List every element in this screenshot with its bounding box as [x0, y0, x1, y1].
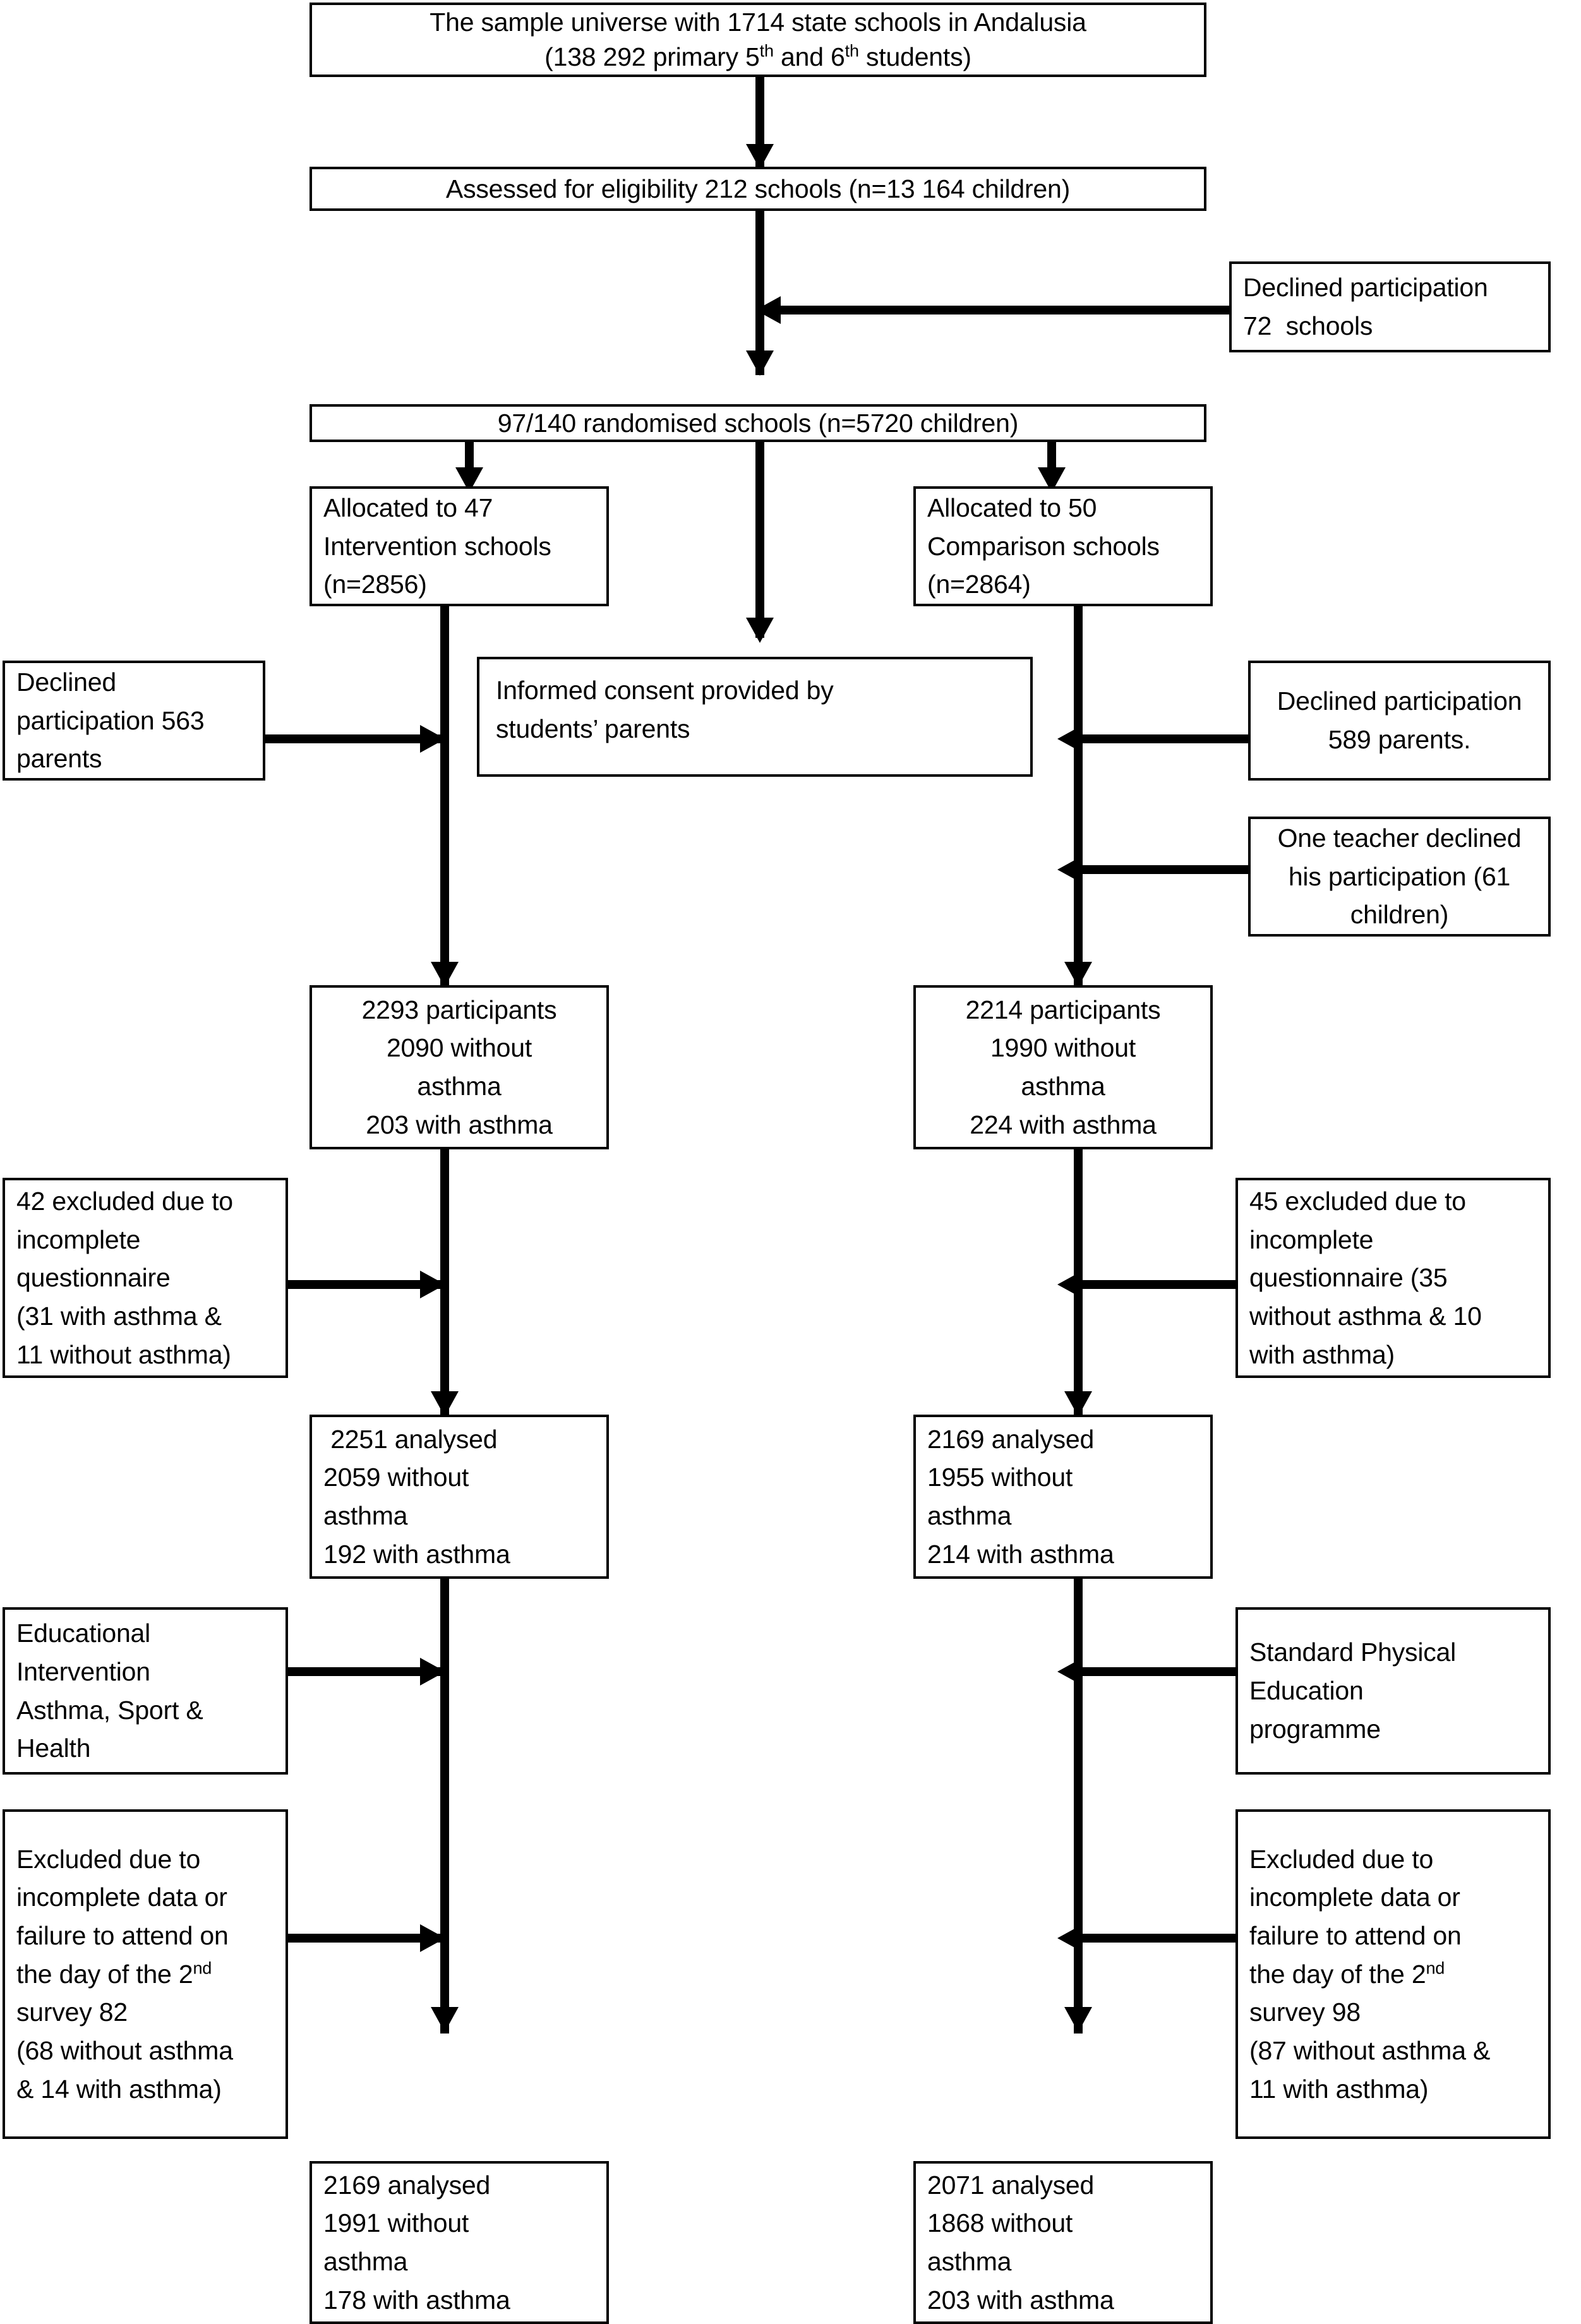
node-informed-consent: Informed consent provided by students’ p… — [477, 657, 1033, 777]
analysed-first-comparison-text: 2169 analysed 1955 without asthma 214 wi… — [927, 1424, 1114, 1569]
arrowhead-universe-to-assessed — [746, 144, 774, 169]
node-sample-universe: The sample universe with 1714 state scho… — [310, 3, 1206, 77]
arrowhead-randomised-to-consent — [746, 618, 774, 643]
node-declined-schools: Declined participation 72 schools — [1229, 261, 1551, 352]
node-excluded-second-intervention: Excluded due to incomplete data or failu… — [3, 1809, 288, 2139]
declined-schools-text: Declined participation 72 schools — [1243, 273, 1488, 340]
node-excluded-questionnaire-intervention: 42 excluded due to incomplete questionna… — [3, 1178, 288, 1378]
connector-left-trunk-1 — [440, 606, 449, 985]
arrowhead-left-trunk-3 — [431, 2007, 459, 2032]
node-excluded-second-comparison: Excluded due to incomplete data or failu… — [1235, 1809, 1551, 2139]
intervention-programme-text: Educational Intervention Asthma, Sport &… — [16, 1619, 203, 1763]
connector-right-trunk-1 — [1074, 606, 1083, 985]
arrowhead-excluded-q-left — [420, 1271, 445, 1298]
analysed-second-comparison-text: 2071 analysed 1868 without asthma 203 wi… — [927, 2170, 1114, 2315]
declined-parents-left-text: Declined participation 563 parents — [16, 668, 205, 774]
connector-assessed-to-randomised — [755, 211, 764, 375]
connector-randomised-to-consent — [755, 442, 764, 638]
node-analysed-first-intervention: 2251 analysed 2059 without asthma 192 wi… — [310, 1415, 609, 1579]
randomised-text: 97/140 randomised schools (n=5720 childr… — [497, 408, 1019, 438]
arrowhead-assessed-to-randomised — [746, 350, 774, 376]
connector-declined-parents-right — [1083, 734, 1248, 743]
arrowhead-left-trunk-1 — [431, 962, 459, 987]
connector-excluded-q-left — [288, 1280, 445, 1289]
excluded-second-comparison-text: Excluded due to incomplete data or failu… — [1249, 1844, 1491, 2104]
arrowhead-right-trunk-2 — [1064, 1391, 1092, 1417]
node-allocated-comparison: Allocated to 50 Comparison schools (n=28… — [913, 486, 1213, 606]
node-allocated-intervention: Allocated to 47 Intervention schools (n=… — [310, 486, 609, 606]
informed-consent-text: Informed consent provided by students’ p… — [496, 676, 834, 743]
node-analysed-second-comparison: 2071 analysed 1868 without asthma 203 wi… — [913, 2161, 1213, 2324]
excluded-questionnaire-intervention-text: 42 excluded due to incomplete questionna… — [16, 1186, 233, 1369]
connector-excluded-q-right — [1083, 1280, 1235, 1289]
sample-universe-line1: The sample universe with 1714 state scho… — [430, 8, 1086, 37]
node-participants-comparison: 2214 participants 1990 without asthma 22… — [913, 985, 1213, 1149]
arrowhead-right-trunk-3 — [1064, 2007, 1092, 2032]
node-assessed-eligibility: Assessed for eligibility 212 schools (n=… — [310, 167, 1206, 211]
node-excluded-questionnaire-comparison: 45 excluded due to incomplete questionna… — [1235, 1178, 1551, 1378]
participants-comparison-text: 2214 participants 1990 without asthma 22… — [965, 995, 1161, 1139]
connector-comparison-programme — [1083, 1667, 1235, 1676]
analysed-second-intervention-text: 2169 analysed 1991 without asthma 178 wi… — [323, 2170, 510, 2315]
allocated-intervention-text: Allocated to 47 Intervention schools (n=… — [323, 493, 551, 599]
connector-intervention-programme — [288, 1667, 445, 1676]
node-declined-parents-left: Declined participation 563 parents — [3, 661, 265, 781]
allocated-comparison-text: Allocated to 50 Comparison schools (n=28… — [927, 493, 1160, 599]
connector-declined-schools — [781, 306, 1229, 314]
arrowhead-right-trunk-1 — [1064, 962, 1092, 987]
arrowhead-intervention-programme — [420, 1658, 445, 1686]
comparison-programme-text: Standard Physical Education programme — [1249, 1638, 1457, 1744]
assessed-text: Assessed for eligibility 212 schools (n=… — [445, 174, 1071, 203]
connector-excluded2-right — [1083, 1934, 1235, 1943]
arrowhead-teacher-declined — [1057, 856, 1083, 883]
participants-intervention-text: 2293 participants 2090 without asthma 20… — [361, 995, 557, 1139]
arrowhead-comparison-programme — [1057, 1658, 1083, 1686]
connector-right-trunk-3 — [1074, 1579, 1083, 2033]
arrowhead-excluded2-left — [420, 1924, 445, 1952]
node-intervention-programme: Educational Intervention Asthma, Sport &… — [3, 1607, 288, 1775]
node-teacher-declined: One teacher declined his participation (… — [1248, 817, 1551, 937]
arrowhead-declined-schools — [755, 296, 781, 324]
arrowhead-left-trunk-2 — [431, 1391, 459, 1417]
node-declined-parents-right: Declined participation 589 parents. — [1248, 661, 1551, 781]
node-analysed-first-comparison: 2169 analysed 1955 without asthma 214 wi… — [913, 1415, 1213, 1579]
connector-declined-parents-left — [265, 734, 445, 743]
connector-teacher-declined — [1083, 865, 1248, 874]
sample-universe-line2: (138 292 primary 5th and 6th students) — [544, 41, 971, 71]
node-comparison-programme: Standard Physical Education programme — [1235, 1607, 1551, 1775]
node-analysed-second-intervention: 2169 analysed 1991 without asthma 178 wi… — [310, 2161, 609, 2324]
excluded-second-intervention-text: Excluded due to incomplete data or failu… — [16, 1844, 233, 2104]
connector-excluded2-left — [288, 1934, 445, 1943]
teacher-declined-text: One teacher declined his participation (… — [1277, 824, 1522, 930]
node-randomised: 97/140 randomised schools (n=5720 childr… — [310, 404, 1206, 442]
arrowhead-excluded2-right — [1057, 1924, 1083, 1952]
arrowhead-excluded-q-right — [1057, 1271, 1083, 1298]
connector-left-trunk-3 — [440, 1579, 449, 2033]
excluded-questionnaire-comparison-text: 45 excluded due to incomplete questionna… — [1249, 1186, 1482, 1369]
arrowhead-declined-parents-right — [1057, 725, 1083, 753]
declined-parents-right-text: Declined participation 589 parents. — [1277, 686, 1522, 754]
node-participants-intervention: 2293 participants 2090 without asthma 20… — [310, 985, 609, 1149]
analysed-first-intervention-text: 2251 analysed 2059 without asthma 192 wi… — [323, 1424, 510, 1569]
arrowhead-declined-parents-left — [420, 725, 445, 753]
